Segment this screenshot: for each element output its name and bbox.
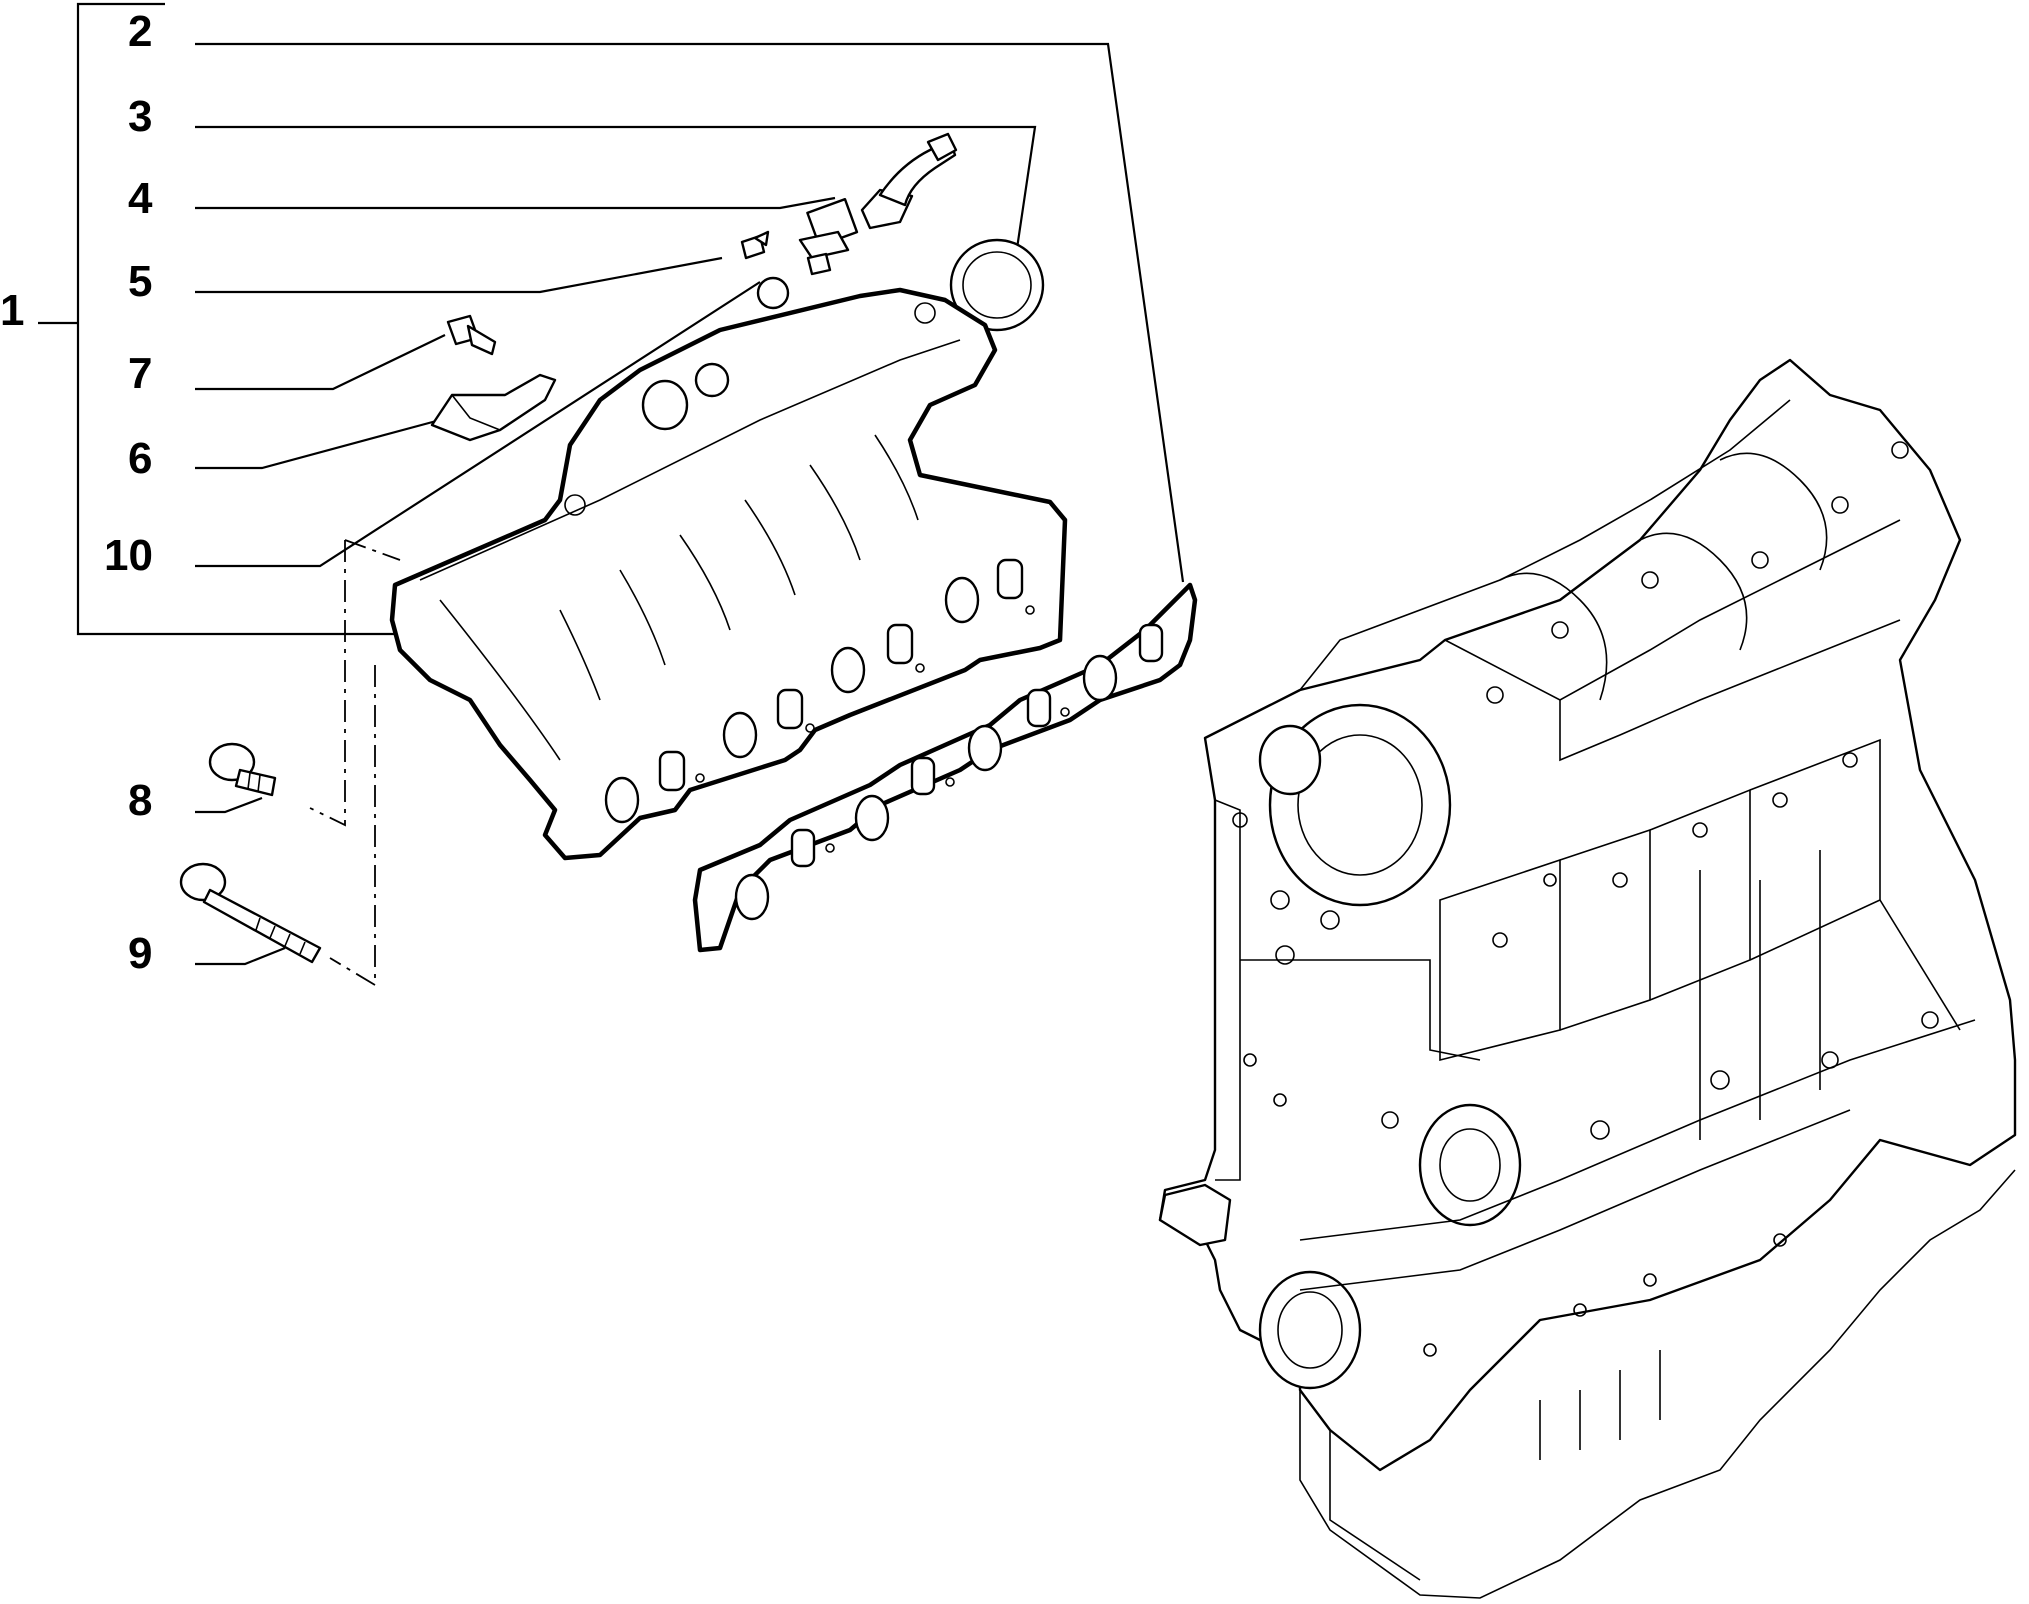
seal-ring-icon <box>949 238 1045 332</box>
callout-10[interactable]: 10 <box>104 531 153 580</box>
axis-line-8 <box>309 540 346 827</box>
callout-4[interactable]: 4 <box>128 174 153 223</box>
leader-4 <box>195 196 836 210</box>
callout-7[interactable]: 7 <box>128 349 152 398</box>
axis-line-upper <box>344 539 401 561</box>
callout-1[interactable]: 1 <box>0 286 24 335</box>
leader-3 <box>195 125 1037 263</box>
bolt-icon <box>179 862 322 964</box>
callout-3[interactable]: 3 <box>128 92 152 141</box>
axis-line-9 <box>329 665 376 987</box>
leader-5 <box>195 256 723 294</box>
callout-5[interactable]: 5 <box>128 257 152 306</box>
manifold-gasket-icon <box>692 582 1198 953</box>
o-ring-icon <box>756 276 790 310</box>
leader-8 <box>195 796 263 814</box>
engine-block-icon <box>1158 358 2017 1599</box>
leader-10 <box>195 281 761 568</box>
leader-6 <box>195 418 441 470</box>
sensor-icon <box>798 132 958 276</box>
leader-7 <box>195 334 446 391</box>
bolt-icon <box>446 314 497 356</box>
callout-9[interactable]: 9 <box>128 929 152 978</box>
bolt-icon <box>740 230 770 260</box>
callout-8[interactable]: 8 <box>128 776 152 825</box>
callout-6[interactable]: 6 <box>128 434 152 483</box>
leader-9 <box>195 946 286 966</box>
callout-labels: 1 2 3 4 5 7 6 10 8 9 <box>0 7 153 978</box>
bracket-icon <box>430 373 557 442</box>
leader-lines <box>38 2 1185 987</box>
callout-2[interactable]: 2 <box>128 7 152 56</box>
leader-2 <box>195 42 1185 583</box>
leader-1-bracket <box>76 2 400 636</box>
intake-manifold-icon <box>389 287 1068 861</box>
bolt-icon <box>208 742 277 797</box>
